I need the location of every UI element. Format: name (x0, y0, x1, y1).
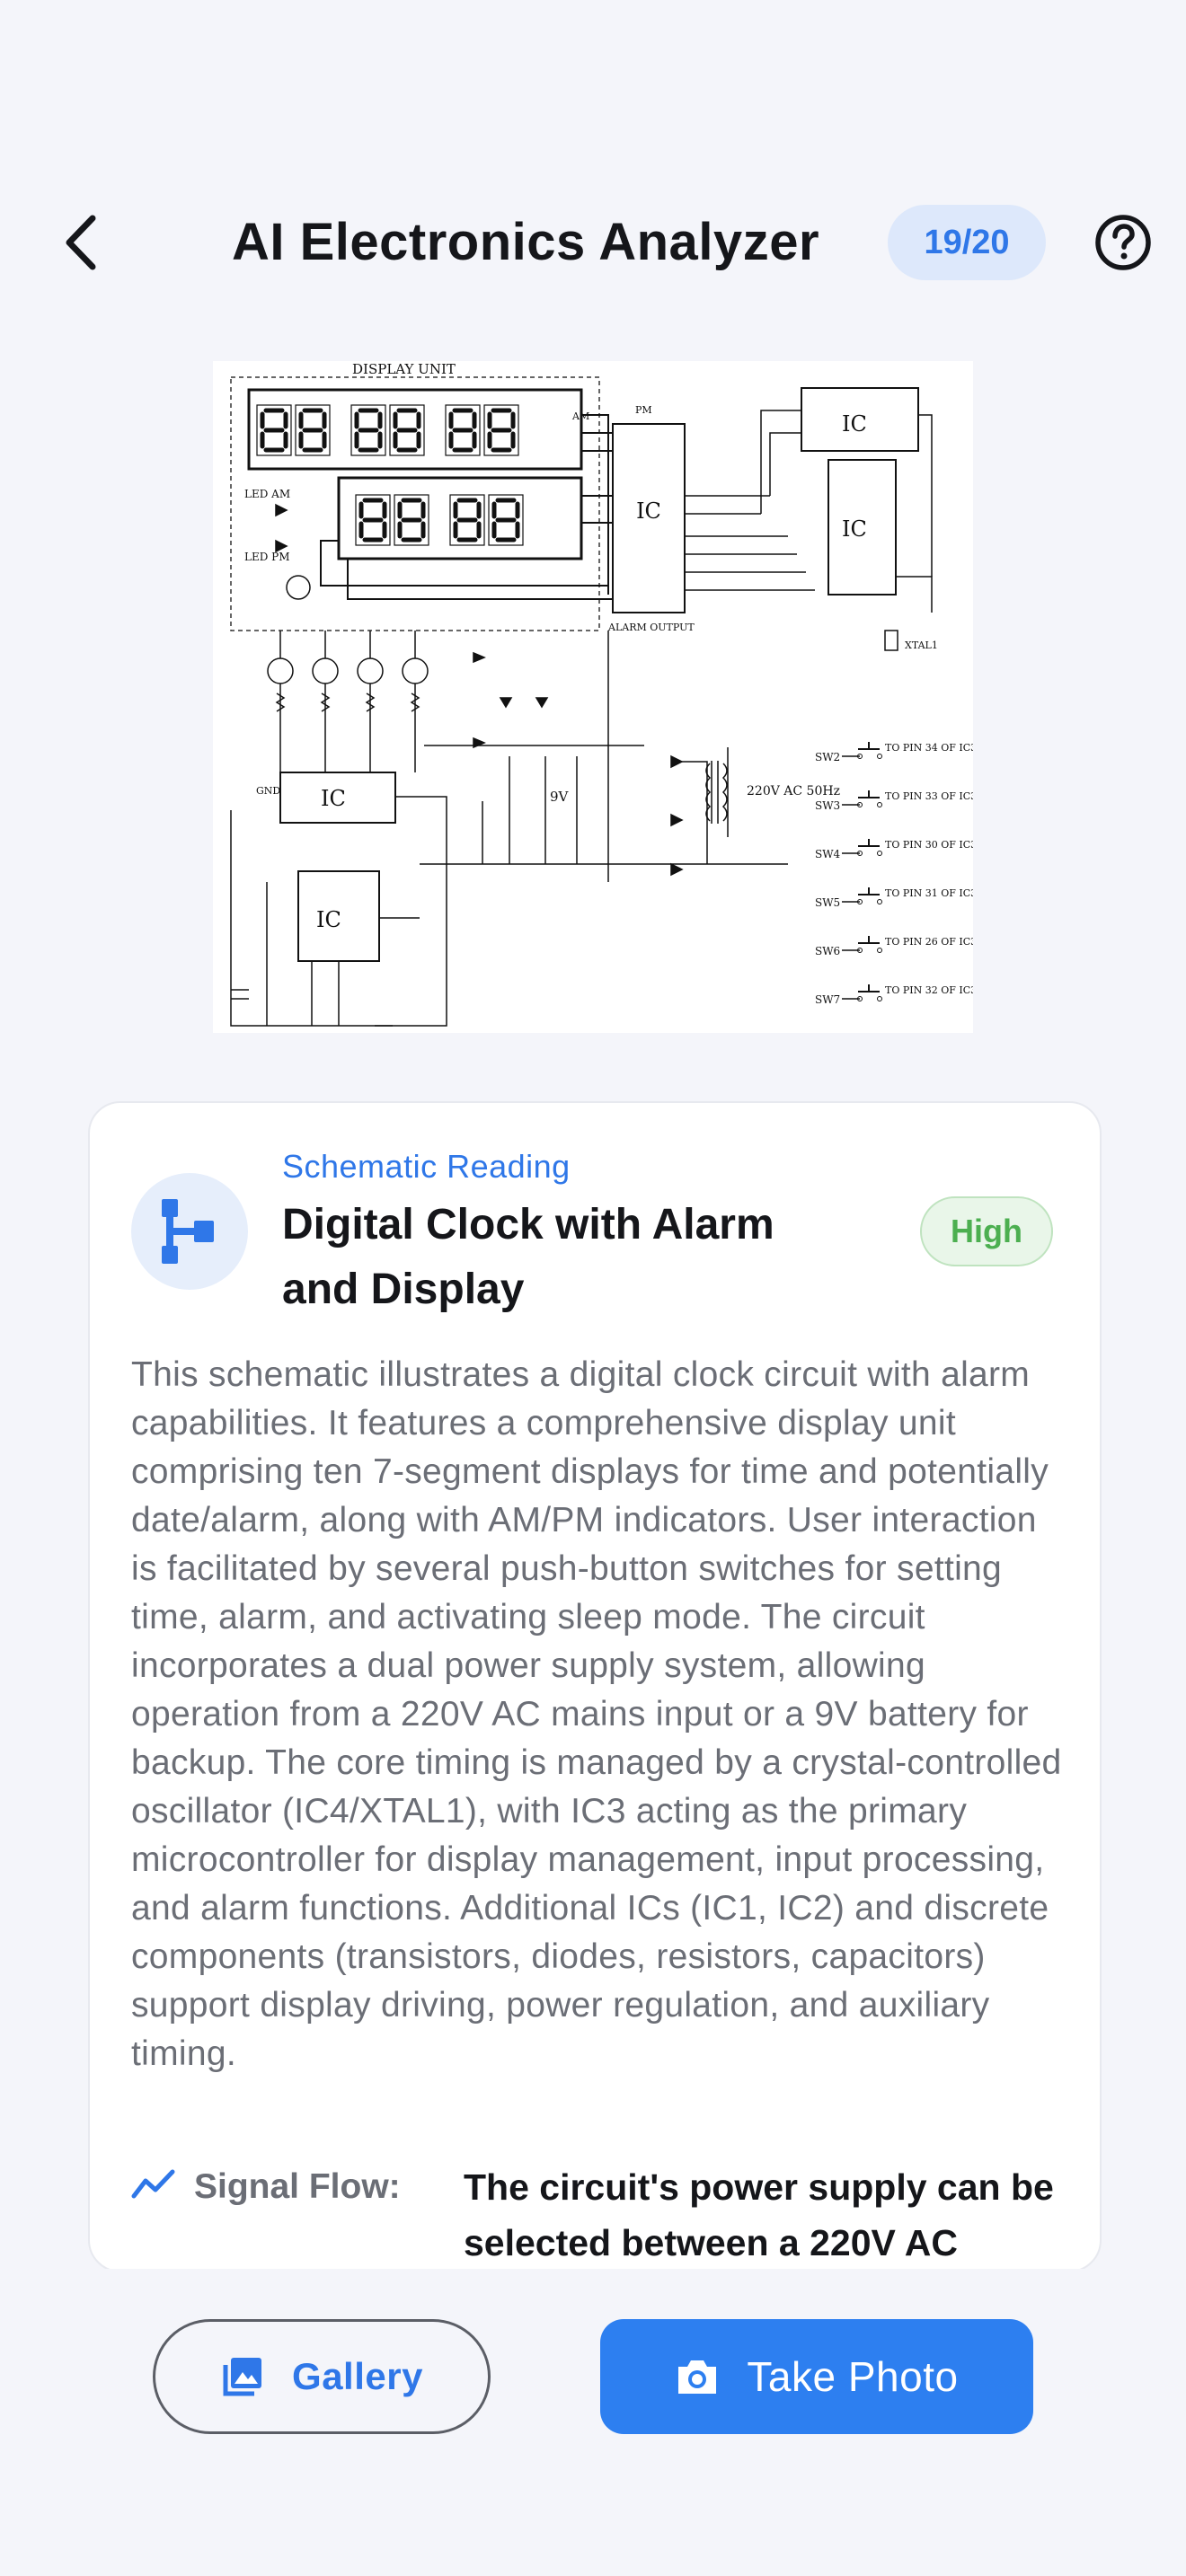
trend-line-icon (131, 2169, 175, 2199)
take-photo-button[interactable]: Take Photo (600, 2319, 1033, 2434)
priority-badge: High (920, 1196, 1053, 1266)
led-pm-label: LED PM (244, 551, 290, 563)
camera-icon (675, 2356, 720, 2397)
signal-flow-label: Signal Flow: (194, 2167, 401, 2206)
card-icon-circle (131, 1173, 248, 1290)
ic1-label: IC (321, 786, 346, 811)
svg-text:TO PIN 30 OF IC3 SLEEP: TO PIN 30 OF IC3 SLEEP (885, 839, 973, 851)
card-title: Digital Clock with Alarm and Display (282, 1201, 774, 1313)
card-description: This schematic illustrates a digital clo… (131, 1355, 1062, 2073)
svg-text:TO PIN 33 OF IC3 SLOW SETTING: TO PIN 33 OF IC3 SLOW SETTING (885, 790, 973, 802)
gallery-label: Gallery (292, 2355, 423, 2397)
image-icon (220, 2354, 265, 2399)
chevron-left-icon (66, 215, 96, 270)
ic2-label: IC (316, 907, 341, 932)
battery-label: 9V (550, 789, 570, 805)
svg-text:SW7: SW7 (815, 993, 840, 1006)
svg-text:SW2: SW2 (815, 751, 840, 763)
svg-text:SW5: SW5 (815, 896, 840, 909)
ic5-label: IC (842, 411, 867, 437)
svg-text:TO PIN 34 OF IC3 FAST SETTING: TO PIN 34 OF IC3 FAST SETTING (885, 742, 973, 754)
usage-count-badge: 19/20 (888, 205, 1046, 280)
page-title: AI Electronics Analyzer (231, 213, 820, 271)
alarm-output-label: ALARM OUTPUT (607, 622, 695, 633)
svg-text:TO PIN 31 OF IC3 ALARM DISPLAY: TO PIN 31 OF IC3 ALARM DISPLAY (885, 887, 973, 899)
display-unit-label: DISPLAY UNIT (352, 361, 456, 377)
help-circle-icon (1095, 215, 1151, 270)
svg-text:SW4: SW4 (815, 848, 841, 860)
help-button[interactable] (1087, 207, 1159, 278)
led-am-label: LED AM (244, 488, 290, 500)
svg-text:TO PIN 26 OF IC3 ALARM OFF: TO PIN 26 OF IC3 ALARM OFF (885, 936, 973, 948)
signal-flow-row: Signal Flow: The circuit's power supply … (131, 2159, 1075, 2271)
analysis-card: Schematic Reading Digital Clock with Ala… (88, 1101, 1102, 2272)
pm-label: PM (635, 404, 652, 416)
xtal-label: XTAL1 (905, 640, 938, 651)
gallery-button[interactable]: Gallery (153, 2319, 491, 2434)
top-header: AI Electronics Analyzer 19/20 (0, 180, 1186, 305)
ic3-label: IC (636, 498, 661, 524)
take-photo-label: Take Photo (747, 2353, 959, 2400)
gnd-label: GND (256, 785, 280, 797)
svg-text:SW6: SW6 (815, 945, 840, 957)
schematic-image: DISPLAY UNIT IC AM PM ALARM OUTPUT (213, 361, 973, 1033)
back-button[interactable] (45, 207, 117, 278)
bottom-action-bar: Gallery Take Photo (0, 2269, 1186, 2576)
ac-label: 220V AC 50Hz (747, 784, 840, 798)
signal-flow-text: The circuit's power supply can be select… (464, 2166, 1054, 2263)
svg-text:TO PIN 32 OF IC3 SECONDS: TO PIN 32 OF IC3 SECONDS (885, 984, 973, 996)
schematic-tree-icon (162, 1199, 214, 1264)
card-category: Schematic Reading (282, 1148, 571, 1185)
svg-text:SW3: SW3 (815, 799, 840, 812)
ic4-label: IC (842, 516, 867, 542)
am-label: AM (571, 410, 589, 422)
